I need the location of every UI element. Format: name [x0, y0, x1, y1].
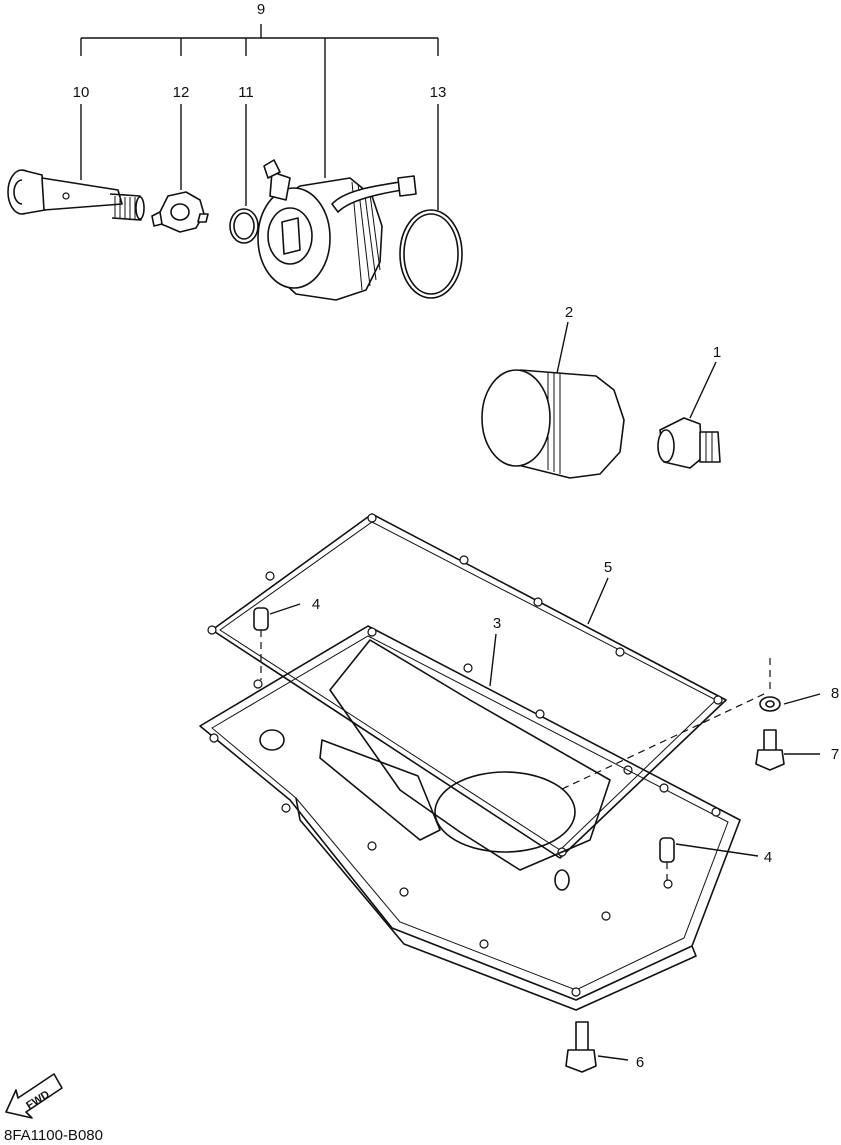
callout-7: 7	[831, 746, 839, 763]
callout-labels: 9 10 12 11 13 2 1 5 4 3 8 7 4 6	[73, 1, 840, 1071]
callout-11: 11	[238, 84, 254, 101]
lock-washer-part-12	[151, 191, 209, 233]
o-ring-small-part-11	[229, 208, 259, 244]
oil-pan-part-3	[199, 625, 741, 1011]
bolt-part-6	[565, 1021, 629, 1073]
callout-9: 9	[257, 1, 265, 18]
callout-13: 13	[430, 84, 447, 101]
washer-part-8	[759, 693, 821, 712]
callout-12: 12	[173, 84, 190, 101]
bolt-part-1	[657, 361, 721, 469]
callout-10: 10	[73, 84, 90, 101]
fwd-arrow-icon: FWD	[5, 1073, 63, 1119]
o-ring-large-part-13	[399, 209, 463, 299]
bolt-part-7	[755, 729, 820, 771]
gasket-part-5	[207, 513, 727, 859]
callout-1: 1	[713, 344, 721, 361]
callout-4-lower: 4	[764, 849, 772, 866]
group-bracket-9	[80, 24, 439, 210]
oil-filter-part-2	[481, 321, 625, 479]
drawing-code: 8FA1100-B080	[4, 1127, 103, 1144]
dowel-pin-part-4-upper	[253, 603, 301, 680]
callout-4-upper: 4	[312, 596, 320, 613]
alignment-dashed-line	[559, 658, 771, 791]
union-bolt-part-10	[7, 169, 145, 221]
callout-3: 3	[493, 615, 501, 632]
callout-6: 6	[636, 1054, 644, 1071]
callout-5: 5	[604, 559, 612, 576]
callout-2: 2	[565, 304, 573, 321]
dowel-pin-part-4-lower	[659, 837, 759, 882]
callout-8: 8	[831, 685, 839, 702]
oil-cooler-assembly	[257, 159, 417, 301]
